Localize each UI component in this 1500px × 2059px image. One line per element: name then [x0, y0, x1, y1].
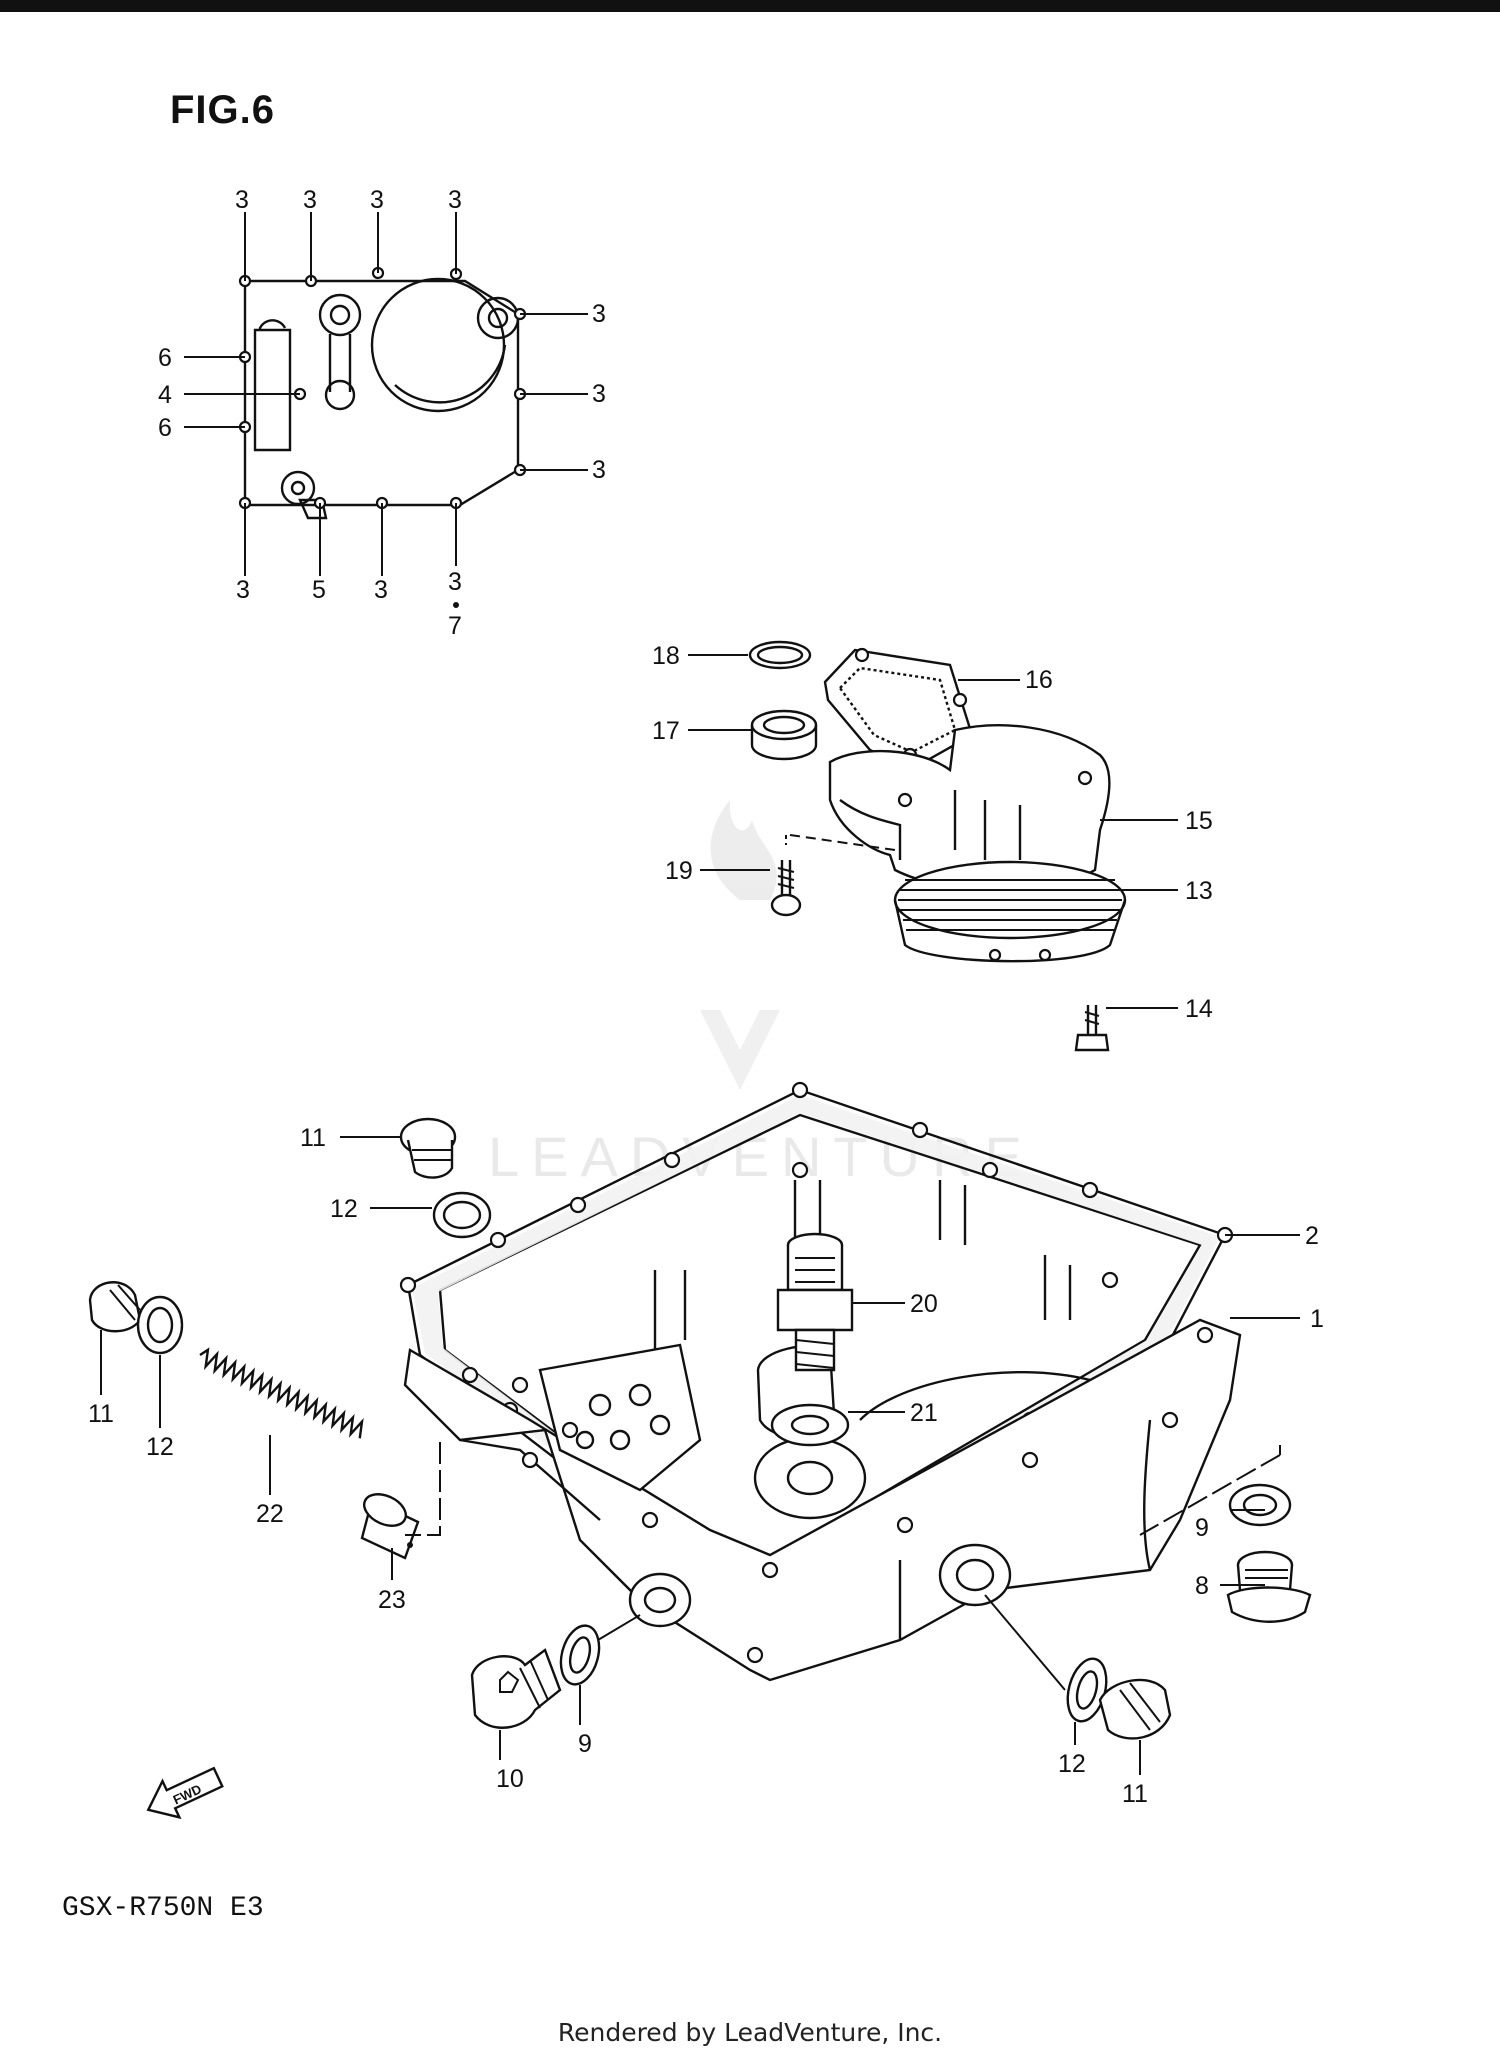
drain-plug-10 — [470, 1624, 601, 1729]
plug-11-top — [399, 1117, 492, 1239]
callout-3: 3 — [303, 186, 317, 214]
footer-credit: Rendered by LeadVenture, Inc. — [557, 2018, 943, 2047]
filter-leaders — [688, 654, 1178, 1009]
relief-valve-piston — [360, 1493, 420, 1560]
callout-12: 12 — [146, 1433, 174, 1461]
callout-10: 10 — [496, 1765, 524, 1793]
clutch-cover-gasket — [243, 277, 520, 520]
callout-6: 6 — [158, 414, 172, 442]
callout-5: 5 — [312, 576, 326, 604]
callout-19: 19 — [665, 857, 693, 885]
callout-23: 23 — [378, 1586, 406, 1614]
callout-6: 6 — [158, 344, 172, 372]
callout-3: 3 — [448, 568, 462, 596]
figure-title: FIG.6 — [170, 88, 276, 132]
oil-pan-leaders — [100, 1136, 1300, 1775]
callout-14: 14 — [1185, 995, 1213, 1023]
callout-11: 11 — [1122, 1780, 1148, 1808]
filter-hatch — [898, 879, 1122, 931]
callout-3: 3 — [235, 186, 249, 214]
callout-20: 20 — [910, 1290, 938, 1318]
callout-12: 12 — [330, 1195, 358, 1223]
plug-11-bottom — [1066, 1657, 1172, 1740]
callout-16: 16 — [1025, 666, 1053, 694]
relief-spring — [199, 1347, 364, 1439]
leadventure-flame-logo — [700, 800, 780, 1090]
plug-8 — [1226, 1483, 1312, 1623]
washer-21 — [770, 1403, 850, 1447]
callout-1: 1 — [1310, 1305, 1324, 1333]
callout-9: 9 — [578, 1730, 592, 1758]
callout-2: 2 — [1305, 1222, 1319, 1250]
callout-11: 11 — [300, 1124, 326, 1152]
callout-22: 22 — [256, 1500, 284, 1528]
callout-12: 12 — [1058, 1750, 1086, 1778]
callout-3: 3 — [448, 186, 462, 214]
callout-7: 7 — [448, 612, 462, 640]
fwd-arrow-icon: FWD — [146, 1766, 224, 1820]
callout-3: 3 — [592, 300, 606, 328]
callout-9: 9 — [1195, 1514, 1209, 1542]
callout-18: 18 — [652, 642, 680, 670]
callout-15: 15 — [1185, 807, 1213, 835]
callout-numbers: 3 3 3 3 3 3 3 3 3 3 7 6 4 6 5 18 16 17 1… — [88, 186, 1324, 1808]
callout-4: 4 — [158, 381, 172, 409]
model-code: GSX-R750N E3 — [62, 1893, 264, 1924]
callout-21: 21 — [910, 1399, 938, 1427]
callout-11: 11 — [88, 1400, 114, 1428]
callout-3: 3 — [370, 186, 384, 214]
oil-filter-cover-group — [748, 640, 1127, 1052]
callout-3: 3 — [236, 576, 250, 604]
top-border — [0, 0, 1500, 12]
plug-11-left — [88, 1281, 184, 1355]
callout-3: 3 — [592, 380, 606, 408]
callout-3: 3 — [592, 456, 606, 484]
callout-3: 3 — [374, 576, 388, 604]
callout-17: 17 — [652, 717, 680, 745]
oil-pan-body — [403, 1180, 1242, 1682]
callout-8: 8 — [1195, 1572, 1209, 1600]
gasket-leaders — [184, 212, 588, 608]
oil-pressure-switch — [776, 1232, 854, 1372]
callout-13: 13 — [1185, 877, 1213, 905]
oil-pan-holes — [511, 1326, 1214, 1664]
